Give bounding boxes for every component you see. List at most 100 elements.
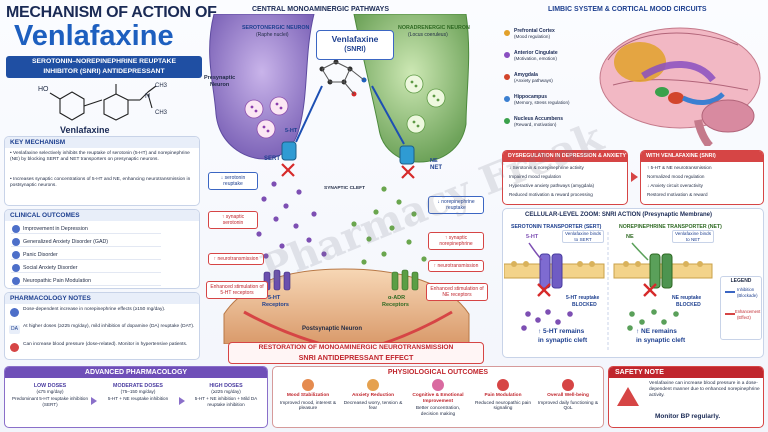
physio-item-desc: Reduced neuropathic pain signaling (474, 400, 531, 412)
nor-neuron-sub: (Locus coeruleus) (408, 32, 448, 38)
limbic-item: Prefrontal Cortex(Mood regulation) (504, 28, 594, 48)
key-mechanism-header: KEY MECHANISM (5, 137, 199, 148)
sero-neuron-sub: (Raphe nuclei) (256, 32, 289, 38)
limbic-item-sub: (Motivation, emotion) (514, 56, 557, 61)
high-dose: HIGH DOSES (≥225 mg/day) 5-HT + NE inhib… (187, 383, 265, 407)
physio-icon (367, 379, 379, 391)
dose-arrow-icon (91, 397, 97, 405)
with-ven-item: Normalized mood regulation (647, 174, 705, 179)
moderate-dose: MODERATE DOSES (75–150 mg/day) 5-HT + NE… (99, 383, 177, 402)
with-ven-item: ↑ 5-HT & NE neurotransmission (647, 165, 712, 170)
ht-label-presyn: 5-HT (285, 128, 298, 134)
limbic-item-name: Nucleus Accumbens (514, 116, 563, 122)
physio-icon (497, 379, 509, 391)
physio-header: PHYSIOLOGICAL OUTCOMES (387, 369, 489, 376)
clinical-outcomes-panel: CLINICAL OUTCOMES Improvement in Depress… (4, 209, 200, 289)
physio-item-desc: Decreased worry, tension & fear (343, 400, 403, 412)
drug-name: Venlafaxine (331, 34, 379, 44)
cellular-header: CELLULAR-LEVEL ZOOM: SNRI ACTION (Presyn… (525, 212, 713, 218)
ht-block-2: BLOCKED (572, 302, 597, 308)
dose-arrow-icon (179, 397, 185, 405)
moderate-dose-title: MODERATE DOSES (113, 383, 163, 389)
bp-icon (10, 343, 19, 352)
pharm-note-1: Dose-dependent increase in norepinephrin… (23, 307, 166, 312)
limbic-item-name: Anterior Cingulate (514, 50, 558, 56)
molecule-ch3-a: CH3 (155, 83, 168, 89)
dysreg-item: Hyperactive anxiety pathways (amygdala) (509, 183, 595, 188)
binds-net-label: Venlafaxine binds to NET (672, 230, 714, 244)
high-dose-range: (≥225 mg/day) (211, 389, 241, 394)
sert-title: SEROTONIN TRANSPORTER (SERT) (511, 224, 602, 230)
limbic-item-sub: (Memory, stress regulation) (514, 100, 570, 105)
clinical-outcomes-header: CLINICAL OUTCOMES (5, 210, 199, 221)
molecule-ch3-b: CH3 (155, 110, 168, 116)
legend-inhibit-label: Inhibition (737, 287, 755, 292)
warning-icon (617, 387, 639, 406)
legend-inhibit-sub: (Blockade) (737, 293, 758, 298)
moderate-dose-desc: 5-HT + NE reuptake inhibition (107, 396, 169, 401)
key-mechanism-bullet-1: • Venlafaxine selectively inhibits the r… (10, 151, 190, 162)
limbic-dot-icon (504, 118, 510, 124)
sert-label: SERT (264, 156, 281, 162)
molecule-label: Venlafaxine (60, 125, 110, 135)
pharm-note-3: Can increase blood pressure (dose-relate… (23, 342, 188, 347)
da-icon: DA (9, 325, 20, 334)
limbic-item-sub: (Reward, motivation) (514, 122, 557, 127)
restoration-line1: RESTORATION OF MONOAMINERGIC NEUROTRANSM… (258, 344, 454, 351)
legend-enhance-icon (725, 313, 735, 315)
venlafaxine-structure (49, 84, 157, 121)
limbic-item: Anterior Cingulate(Motivation, emotion) (504, 50, 594, 70)
center-header: CENTRAL MONOAMINERGIC PATHWAYS (252, 6, 390, 13)
with-venlafaxine-panel: WITH VENLAFAXINE (SNRI) ↑ 5-HT & NE neur… (640, 150, 764, 205)
ht-receptor-label: 5-HT (268, 295, 281, 301)
serotonin-reuptake-box: ↓ serotonin reuptake (208, 172, 258, 190)
clinical-item: Generalized Anxiety Disorder (GAD) (11, 237, 161, 247)
restoration-banner: RESTORATION OF MONOAMINERGIC NEUROTRANSM… (228, 342, 484, 364)
pharm-note-2: At higher doses (≥225 mg/day), mild inhi… (23, 324, 195, 329)
limbic-item-name: Hippocampus (514, 94, 548, 100)
enhanced-ne-box: Enhanced stimulation of NE receptors (426, 283, 488, 301)
clinical-icon (12, 225, 20, 233)
title-band-line1: SEROTONIN–NOREPINEPHRINE REUPTAKE (31, 58, 176, 65)
ht-receptor-label-2: Receptors (262, 302, 289, 308)
clinical-item: Improvement in Depression (11, 224, 161, 234)
dysregulation-panel: DYSREGULATION IN DEPRESSION & ANXIETY ↓ … (502, 150, 628, 205)
drug-sub: (SNRI) (344, 46, 366, 53)
with-ven-item: ↓ Anxiety circuit overactivity (647, 183, 703, 188)
neurotransmission-box-1: ↑ neurotransmission (208, 253, 264, 265)
presyn-label-2: Neuron (210, 82, 230, 88)
advanced-pharmacology-panel: ADVANCED PHARMACOLOGY LOW DOSES (≤75 mg/… (4, 366, 268, 428)
pharmacology-notes-header: PHARMACOLOGY NOTES (5, 293, 199, 304)
limbic-item-name: Prefrontal Cortex (514, 28, 555, 34)
legend-inhibit-icon (725, 291, 735, 293)
net-title: NOREPINEPHRINE TRANSPORTER (NET) (619, 224, 722, 230)
molecule-ho: HO (38, 86, 49, 93)
nor-neuron-label: NORADRENERGIC NEURON (398, 25, 470, 31)
limbic-dot-icon (504, 52, 510, 58)
dysreg-item: ↓ Serotonin & norepinephrine activity (509, 165, 584, 170)
title-band: SEROTONIN–NOREPINEPHRINE REUPTAKE INHIBI… (6, 56, 202, 78)
physio-item-title: Pain Modulation (484, 393, 522, 398)
cell-ht-label: 5-HT (526, 234, 539, 240)
safety-monitor: Monitor BP regularly. (655, 413, 721, 420)
ht-block-1: 5-HT reuptake (566, 295, 600, 301)
physio-item-title: Mood Stabilization (286, 393, 330, 398)
dose-icon (10, 308, 19, 317)
physio-item-desc: Improved mood, interest & pleasure (279, 400, 337, 412)
brain-illustration (599, 27, 761, 146)
low-dose-title: LOW DOSES (33, 383, 67, 389)
key-mechanism-panel: KEY MECHANISM • Venlafaxine selectively … (4, 136, 200, 206)
neurotransmission-box-2: ↑ neurotransmission (428, 260, 484, 272)
physio-item-desc: Better concentration, decision making (415, 406, 461, 417)
adr-receptor-label-2: Receptors (382, 302, 409, 308)
low-dose: LOW DOSES (≤75 mg/day) Predominant 5-HT … (11, 383, 89, 407)
net-label: NET (430, 165, 442, 171)
clinical-icon (12, 264, 20, 272)
limbic-header: LIMBIC SYSTEM & CORTICAL MOOD CIRCUITS (548, 6, 707, 13)
molecule-n: N (145, 93, 151, 100)
